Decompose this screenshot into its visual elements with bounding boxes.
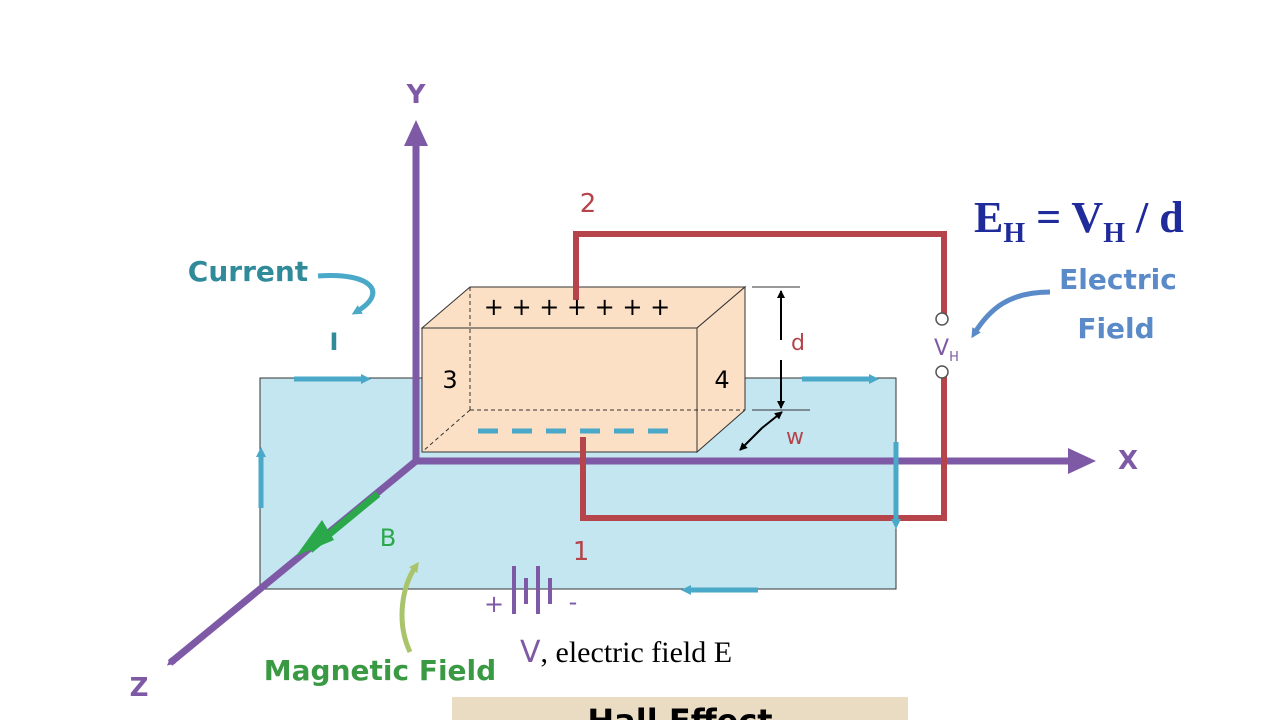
- x-axis-arrowhead: [1068, 448, 1096, 474]
- node-3-label: 3: [442, 366, 457, 394]
- node-4-label: 4: [714, 366, 729, 394]
- hall-voltage-label: VH: [934, 336, 959, 365]
- electric-field-label-line2: Field: [1077, 312, 1154, 345]
- electric-field-arrow: [971, 289, 1051, 339]
- block-hidden-edge: [421, 409, 471, 453]
- vh-terminal-top: [935, 312, 949, 326]
- axis-z-label: Z: [130, 673, 149, 703]
- w-dimension-arrow: [739, 427, 763, 451]
- y-axis-arrowhead: [404, 120, 428, 146]
- axis-x-label: X: [1118, 446, 1138, 476]
- title-banner-text: Hall Effect: [587, 702, 772, 720]
- source-label: V, electric field E: [520, 635, 732, 670]
- magnetic-field-label: Magnetic Field: [264, 654, 496, 687]
- axis-y-label: Y: [406, 80, 427, 110]
- hall-circuit-lower: [580, 373, 947, 521]
- magnetic-field-arrow: [399, 561, 419, 654]
- plus-charges: + + + + + + +: [484, 293, 671, 321]
- battery-plus-label: +: [484, 590, 504, 618]
- vh-terminal-bottom: [935, 365, 949, 379]
- current-curve-arrow: [317, 272, 376, 315]
- electric-field-label-line1: Electric: [1059, 263, 1177, 296]
- node-2-label: 2: [580, 189, 597, 219]
- w-dimension-arrow: [761, 411, 783, 429]
- d-label: d: [791, 331, 805, 356]
- title-banner: [452, 697, 908, 720]
- w-label: w: [786, 425, 804, 450]
- node-1-label: 1: [573, 537, 590, 567]
- b-label: B: [380, 524, 396, 552]
- battery-minus-label: -: [569, 588, 578, 616]
- current-symbol-label: I: [330, 328, 339, 356]
- current-label: Current: [188, 255, 308, 288]
- hall-circuit-upper: [573, 231, 947, 319]
- b-vector-arrowhead: [296, 520, 334, 556]
- formula: EH = VH / d: [974, 193, 1184, 249]
